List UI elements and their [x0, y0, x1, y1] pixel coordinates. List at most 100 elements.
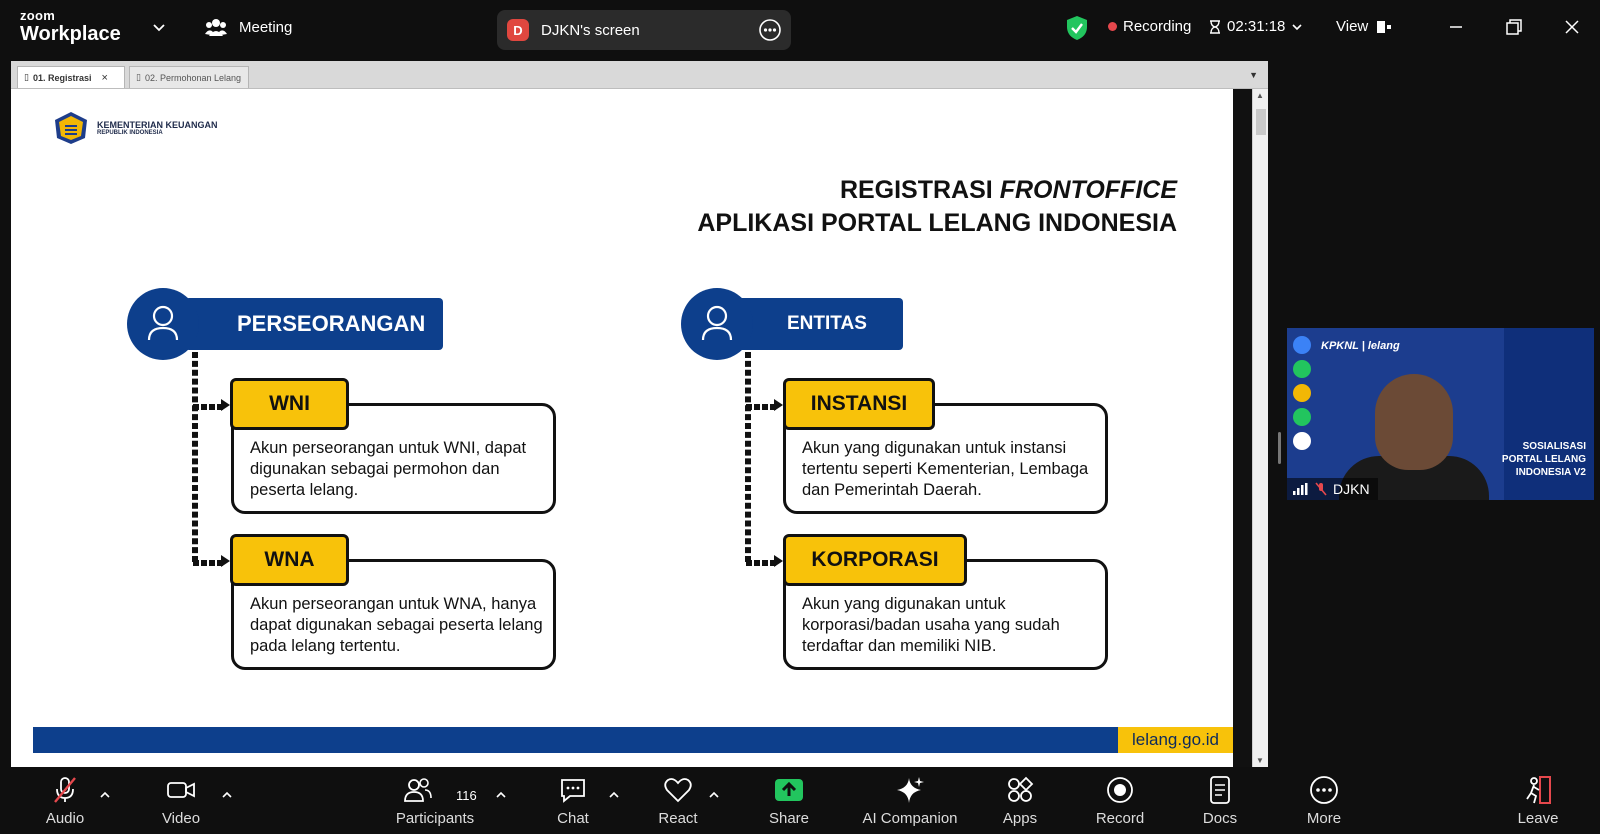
slide-footer: lelang.go.id — [33, 727, 1233, 753]
label-text: KORPORASI — [811, 548, 939, 571]
vertical-scrollbar[interactable]: ▲ ▼ — [1252, 89, 1268, 767]
connector-line — [746, 560, 776, 566]
label-text: WNI — [269, 392, 310, 415]
people-icon — [205, 19, 227, 36]
tab-label: 02. Permohonan Lelang — [144, 72, 242, 83]
shield-icon[interactable] — [1065, 15, 1089, 41]
more-label: More — [1306, 810, 1342, 827]
participants-button[interactable]: Participants — [387, 775, 483, 831]
chat-button[interactable]: Chat — [525, 775, 621, 831]
tab-label: 01. Registrasi — [32, 72, 92, 83]
speaker-head — [1375, 374, 1453, 470]
poster-banner — [1504, 328, 1594, 500]
chevron-up-icon[interactable] — [608, 789, 620, 801]
arrow-icon — [774, 555, 783, 567]
tab-registrasi[interactable]: ▯ 01. Registrasi × — [17, 66, 125, 88]
audio-label: Audio — [45, 810, 85, 827]
poster-line: INDONESIA V2 — [1515, 467, 1586, 478]
docs-button[interactable]: Docs — [1172, 775, 1268, 831]
chevron-down-icon[interactable] — [152, 20, 166, 34]
close-icon[interactable] — [1561, 16, 1583, 38]
top-bar: zoom Workplace Meeting D DJKN's screen R… — [0, 0, 1600, 58]
presentation-slide: KEMENTERIAN KEUANGAN REPUBLIK INDONESIA … — [33, 90, 1233, 767]
label-korporasi: KORPORASI — [783, 534, 967, 586]
chevron-up-icon[interactable] — [99, 789, 111, 801]
share-button[interactable]: Share — [741, 775, 837, 831]
arrow-icon — [221, 399, 230, 411]
screen-share-indicator[interactable]: D DJKN's screen — [497, 10, 791, 50]
document-icon — [1210, 776, 1230, 804]
leave-label: Leave — [1517, 810, 1559, 827]
restore-icon[interactable] — [1503, 16, 1525, 38]
card-wni: Akun perseorangan untuk WNI, dapat digun… — [231, 403, 556, 514]
ministry-subtitle: REPUBLIK INDONESIA — [97, 130, 163, 137]
scroll-down-icon[interactable]: ▼ — [1256, 756, 1264, 765]
category-label: PERSEORANGAN — [237, 311, 426, 336]
sharer-avatar: D — [507, 19, 529, 41]
card-description: Akun perseorangan untuk WNA, hanya dapat… — [250, 595, 543, 655]
video-button[interactable]: Video — [133, 775, 229, 831]
ai-companion-label: AI Companion — [862, 810, 958, 827]
app-brand: zoom Workplace — [20, 9, 121, 44]
sparkle-icon — [897, 777, 924, 803]
label-wni: WNI — [230, 378, 349, 430]
audio-button[interactable]: Audio — [17, 775, 113, 831]
record-button[interactable]: Record — [1072, 775, 1168, 831]
hourglass-icon — [1210, 19, 1220, 34]
recording-dot-icon — [1108, 22, 1117, 31]
chevron-down-icon — [1292, 23, 1302, 30]
ministry-logo: KEMENTERIAN KEUANGAN REPUBLIK INDONESIA — [51, 110, 218, 146]
tab-list-dropdown-icon[interactable]: ▼ — [1249, 70, 1258, 80]
window-gutter — [1233, 89, 1252, 767]
document-icon: ▯ — [24, 72, 29, 82]
shared-screen: ▯ 01. Registrasi × ▯ 02. Permohonan Lela… — [11, 61, 1268, 767]
react-button[interactable]: React — [630, 775, 726, 831]
video-label: Video — [161, 810, 201, 827]
poster-line: PORTAL LELANG — [1501, 454, 1586, 465]
share-label: Share — [768, 810, 810, 827]
meeting-menu[interactable]: Meeting — [205, 17, 292, 37]
category-entitas: ENTITAS — [735, 298, 903, 350]
close-icon[interactable]: × — [101, 71, 108, 84]
connector-line — [193, 560, 223, 566]
apps-icon — [1008, 776, 1034, 802]
chevron-up-icon[interactable] — [495, 789, 507, 801]
minimize-icon[interactable] — [1445, 16, 1467, 38]
scroll-up-icon[interactable]: ▲ — [1256, 91, 1264, 100]
share-screen-icon — [775, 779, 803, 801]
participants-label: Participants — [395, 810, 475, 827]
leave-button[interactable]: Leave — [1490, 775, 1586, 831]
brand-workplace: Workplace — [20, 23, 121, 45]
title-prefix: REGISTRASI — [839, 176, 1000, 204]
meeting-label: Meeting — [239, 18, 293, 36]
poster-text: SOSIALISASI PORTAL LELANG INDONESIA V2 — [1502, 440, 1586, 479]
document-tab-strip: ▯ 01. Registrasi × ▯ 02. Permohonan Lela… — [11, 61, 1268, 89]
signal-icon — [1293, 483, 1308, 495]
chevron-up-icon[interactable] — [221, 789, 233, 801]
ai-companion-button[interactable]: AI Companion — [843, 775, 977, 831]
participant-video-tile[interactable]: KPKNL | lelang SOSIALISASI PORTAL LELANG… — [1287, 328, 1594, 500]
connector-line — [745, 352, 751, 562]
more-options-icon[interactable] — [759, 19, 781, 41]
card-description: Akun perseorangan untuk WNI, dapat digun… — [250, 439, 527, 499]
apps-button[interactable]: Apps — [972, 775, 1068, 831]
panel-resize-handle[interactable] — [1278, 432, 1281, 464]
poster-decoration — [1293, 336, 1311, 450]
chat-icon — [561, 779, 585, 803]
timer-value: 02:31:18 — [1227, 18, 1286, 35]
chevron-up-icon[interactable] — [708, 789, 720, 801]
scroll-thumb[interactable] — [1256, 109, 1266, 135]
card-wna: Akun perseorangan untuk WNA, hanya dapat… — [231, 559, 556, 670]
view-menu[interactable]: View — [1336, 18, 1392, 35]
title-line-2: APLIKASI PORTAL LELANG INDONESIA — [697, 209, 1177, 237]
slide-title: REGISTRASI FRONTOFFICE APLIKASI PORTAL L… — [697, 174, 1177, 240]
more-icon — [1310, 776, 1338, 804]
label-text: WNA — [264, 548, 315, 571]
ministry-emblem-icon — [55, 112, 87, 144]
more-button[interactable]: More — [1276, 775, 1372, 831]
recording-indicator[interactable]: Recording — [1108, 18, 1191, 35]
connector-line — [193, 404, 223, 410]
tab-permohonan-lelang[interactable]: ▯ 02. Permohonan Lelang — [129, 66, 249, 88]
react-label: React — [658, 810, 698, 827]
meeting-timer[interactable]: 02:31:18 — [1209, 18, 1303, 35]
